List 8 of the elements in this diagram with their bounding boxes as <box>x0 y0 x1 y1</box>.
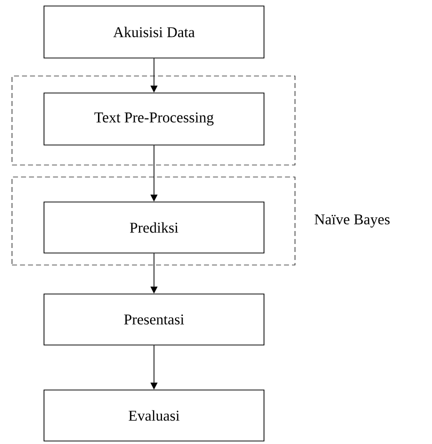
process-box: Akuisisi Data <box>44 6 264 58</box>
process-box: Evaluasi <box>44 390 264 442</box>
side-label: Naïve Bayes <box>314 214 390 228</box>
group-box <box>12 76 296 166</box>
process-box: Prediksi <box>44 202 264 254</box>
process-box: Text Pre-Processing <box>44 92 264 146</box>
group-box <box>12 176 296 266</box>
process-box: Presentasi <box>44 294 264 346</box>
